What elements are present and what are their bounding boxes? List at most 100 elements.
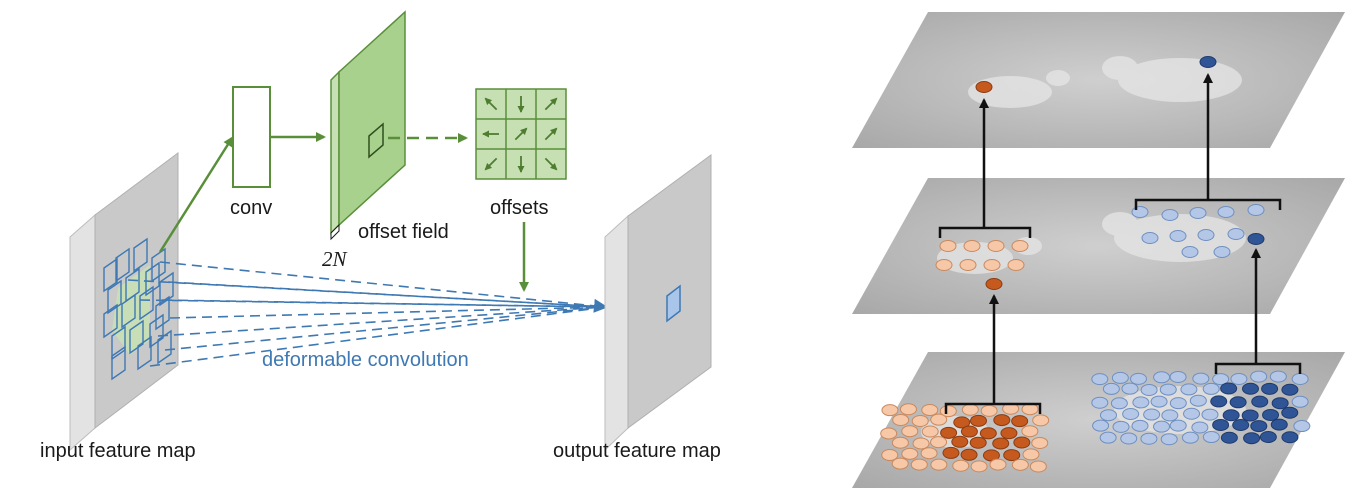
sampling-dot bbox=[891, 436, 909, 449]
offsets-grid bbox=[475, 88, 567, 180]
sampling-dot bbox=[1247, 204, 1265, 216]
sampling-dot bbox=[930, 436, 948, 449]
sampling-dot bbox=[1293, 420, 1311, 433]
sampling-dot bbox=[939, 405, 957, 418]
sampling-dot bbox=[892, 413, 910, 426]
projection-line bbox=[164, 306, 607, 351]
sampling-dot bbox=[1169, 397, 1187, 410]
sampling-square bbox=[149, 313, 164, 349]
output-feature-map bbox=[604, 154, 712, 452]
sampling-dot bbox=[1181, 431, 1199, 444]
sampling-dot bbox=[980, 404, 998, 417]
sampling-dot bbox=[899, 403, 917, 416]
sampling-dot bbox=[983, 259, 1001, 271]
sampling-dot bbox=[1217, 206, 1235, 218]
sampling-dot bbox=[1291, 372, 1309, 385]
sampling-dot bbox=[1160, 433, 1178, 446]
sampling-dot bbox=[1011, 415, 1029, 428]
sampling-dot bbox=[975, 81, 993, 93]
sampling-dot bbox=[912, 437, 930, 450]
sampling-square bbox=[129, 319, 144, 355]
sampling-dot bbox=[1281, 431, 1299, 444]
sampling-dot bbox=[1169, 370, 1187, 383]
sampling-dot bbox=[1121, 382, 1139, 395]
sampling-dot bbox=[1131, 206, 1149, 218]
arrow-up-left-icon bbox=[484, 97, 498, 111]
arrow-down-left-icon bbox=[484, 157, 498, 171]
sampling-dot bbox=[1247, 233, 1265, 245]
arrow-input-to-conv bbox=[158, 136, 234, 253]
bracket bbox=[1214, 362, 1302, 374]
sampling-dot bbox=[1281, 406, 1299, 419]
sampling-dot bbox=[930, 413, 948, 426]
sampling-dot bbox=[891, 457, 909, 470]
sampling-dot bbox=[1189, 207, 1207, 219]
sampling-dot bbox=[969, 414, 987, 427]
sampling-dot bbox=[881, 404, 899, 417]
deformable-convolution-label: deformable convolution bbox=[262, 349, 469, 371]
sampling-dot bbox=[1130, 372, 1148, 385]
sampling-square bbox=[103, 257, 118, 293]
sampling-square bbox=[111, 345, 126, 381]
sampling-dot bbox=[992, 437, 1010, 450]
sampling-dot bbox=[1153, 371, 1171, 384]
sampling-dot bbox=[1230, 372, 1248, 385]
sampling-dot bbox=[1241, 409, 1259, 422]
sampling-dot bbox=[921, 404, 939, 417]
sampling-dot bbox=[1183, 407, 1201, 420]
sampling-dot bbox=[921, 425, 939, 438]
sampling-dot bbox=[940, 426, 958, 439]
sampling-dot bbox=[987, 240, 1005, 252]
two-n-label: 2N bbox=[322, 247, 348, 271]
sampling-dots bbox=[880, 56, 1311, 473]
sampling-dot bbox=[1099, 431, 1117, 444]
sampling-dot bbox=[969, 436, 987, 449]
deformable-convolution-lines bbox=[127, 261, 608, 367]
sampling-dot bbox=[1122, 407, 1140, 420]
sampling-dot bbox=[1227, 228, 1245, 240]
sampling-dot bbox=[961, 403, 979, 416]
sampling-dot bbox=[1197, 229, 1215, 241]
sampling-dot bbox=[1022, 448, 1040, 461]
sampling-dot bbox=[1181, 246, 1199, 258]
sampling-dot bbox=[953, 416, 971, 429]
middle-layer-plane bbox=[852, 178, 1345, 314]
sampling-dot bbox=[911, 414, 929, 427]
sampling-square bbox=[139, 285, 154, 321]
output-feature-map-label: output feature map bbox=[553, 440, 721, 462]
offsets-label: offsets bbox=[490, 197, 549, 219]
sampling-dot bbox=[1140, 383, 1158, 396]
output-location bbox=[666, 284, 681, 323]
arrow-up-right-icon bbox=[544, 127, 558, 141]
sampling-dot bbox=[901, 447, 919, 460]
projection-line bbox=[139, 299, 607, 308]
sampling-dot bbox=[1220, 382, 1238, 395]
sampling-square bbox=[103, 303, 118, 339]
sampling-dot bbox=[1191, 421, 1209, 434]
sampling-locations bbox=[103, 237, 174, 381]
sampling-dot bbox=[952, 459, 970, 472]
sampling-dot bbox=[1232, 419, 1250, 432]
sampling-dot bbox=[942, 446, 960, 459]
sampling-dot bbox=[1159, 383, 1177, 396]
sampling-square bbox=[115, 247, 130, 283]
sampling-dot bbox=[1011, 458, 1029, 471]
sampling-dot bbox=[901, 425, 919, 438]
sampling-dot bbox=[939, 240, 957, 252]
projection-line bbox=[157, 306, 607, 337]
projection-line bbox=[169, 306, 607, 319]
conv-label: conv bbox=[230, 197, 272, 219]
sampling-dot bbox=[1131, 419, 1149, 432]
sampling-dot bbox=[1091, 373, 1109, 386]
sampling-dot bbox=[1262, 408, 1280, 421]
sampling-square bbox=[145, 261, 160, 297]
sampling-dot bbox=[1161, 209, 1179, 221]
sampling-dot bbox=[1013, 436, 1031, 449]
arrow-up-right-icon bbox=[514, 127, 528, 141]
sampling-dot bbox=[1112, 420, 1130, 433]
sampling-dot bbox=[880, 427, 898, 440]
sampling-dot bbox=[1102, 382, 1120, 395]
sampling-square bbox=[121, 293, 136, 329]
sampling-dot bbox=[1180, 383, 1198, 396]
